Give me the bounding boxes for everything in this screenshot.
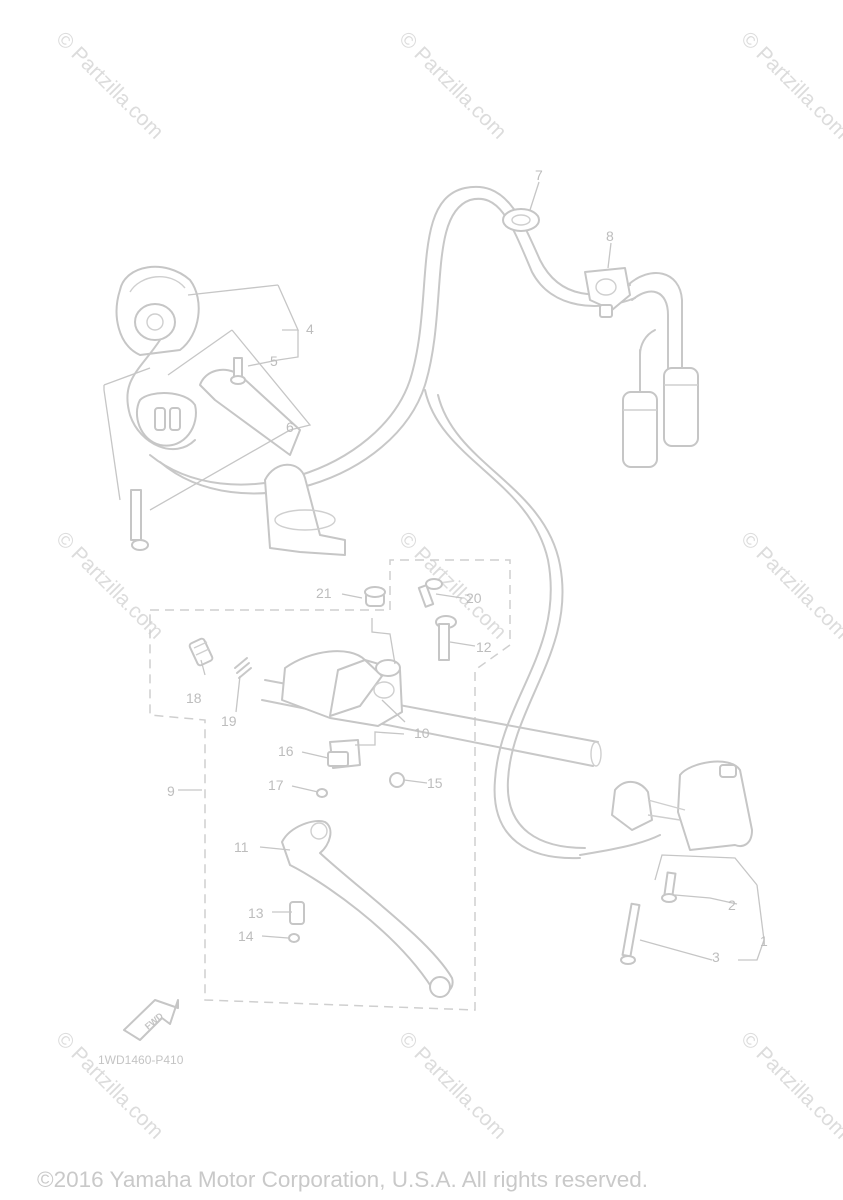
watermark: © Partzilla.com xyxy=(51,1027,167,1143)
part-number-label: 4 xyxy=(306,321,314,337)
part-number-label: 16 xyxy=(278,743,294,759)
drawing-code: 1WD1460-P410 xyxy=(98,1053,184,1067)
switch-16 xyxy=(327,739,361,769)
watermark: © Partzilla.com xyxy=(394,1027,510,1143)
fwd-arrow-icon: FWD xyxy=(123,999,179,1041)
watermark: © Partzilla.com xyxy=(51,27,167,143)
part-number-label: 5 xyxy=(270,353,278,369)
washer-17 xyxy=(316,788,328,798)
watermark: © Partzilla.com xyxy=(51,527,167,643)
watermark: © Partzilla.com xyxy=(736,1027,843,1143)
cable-clamp-8 xyxy=(584,267,631,318)
part-number-label: 6 xyxy=(286,419,294,435)
part-number-label: 17 xyxy=(268,777,284,793)
pin-12 xyxy=(435,615,457,661)
part-number-label: 12 xyxy=(476,639,492,655)
collar-13 xyxy=(289,901,305,925)
screws-right xyxy=(620,871,677,965)
wire-harness xyxy=(149,185,661,860)
part-number-label: 13 xyxy=(248,905,264,921)
spring-19 xyxy=(234,657,252,679)
left-grip-clamp xyxy=(199,368,346,556)
cable-clamp-7 xyxy=(502,208,540,232)
right-handlebar-switch xyxy=(611,760,753,851)
part-number-label: 7 xyxy=(535,167,543,183)
part-number-label: 3 xyxy=(712,949,720,965)
lever-holder-10 xyxy=(281,650,403,727)
adjuster-18 xyxy=(188,637,214,667)
part-number-label: 8 xyxy=(606,228,614,244)
part-number-label: 1 xyxy=(760,933,768,949)
copyright-notice: ©2016 Yamaha Motor Corporation, U.S.A. A… xyxy=(37,1167,648,1192)
part-number-label: 21 xyxy=(316,585,332,601)
assembly-box-9 xyxy=(149,559,511,1011)
part-number-labels: 1 2 3 4 5 6 7 8 9 10 11 12 13 14 15 16 1… xyxy=(167,167,768,965)
part-number-label: 20 xyxy=(466,590,482,606)
clutch-lever-11 xyxy=(281,820,454,998)
connectors xyxy=(622,272,699,468)
screw-20 xyxy=(417,578,443,608)
part-number-label: 11 xyxy=(234,839,249,855)
screws-upper xyxy=(130,357,246,551)
part-number-label: 19 xyxy=(221,713,237,729)
part-number-label: 15 xyxy=(427,775,443,791)
ring-14 xyxy=(288,933,300,943)
watermark: © Partzilla.com xyxy=(736,527,843,643)
left-handlebar-switch xyxy=(115,265,200,451)
watermark: © Partzilla.com xyxy=(394,27,510,143)
part-number-label: 10 xyxy=(414,725,430,741)
watermark: © Partzilla.com xyxy=(736,27,843,143)
part-number-label: 18 xyxy=(186,690,202,706)
cap-21 xyxy=(364,586,386,607)
part-number-label: 2 xyxy=(728,897,736,913)
leader-lines xyxy=(103,181,765,961)
part-number-label: 14 xyxy=(238,928,254,944)
part-number-label: 9 xyxy=(167,783,175,799)
nut-15 xyxy=(389,772,405,788)
